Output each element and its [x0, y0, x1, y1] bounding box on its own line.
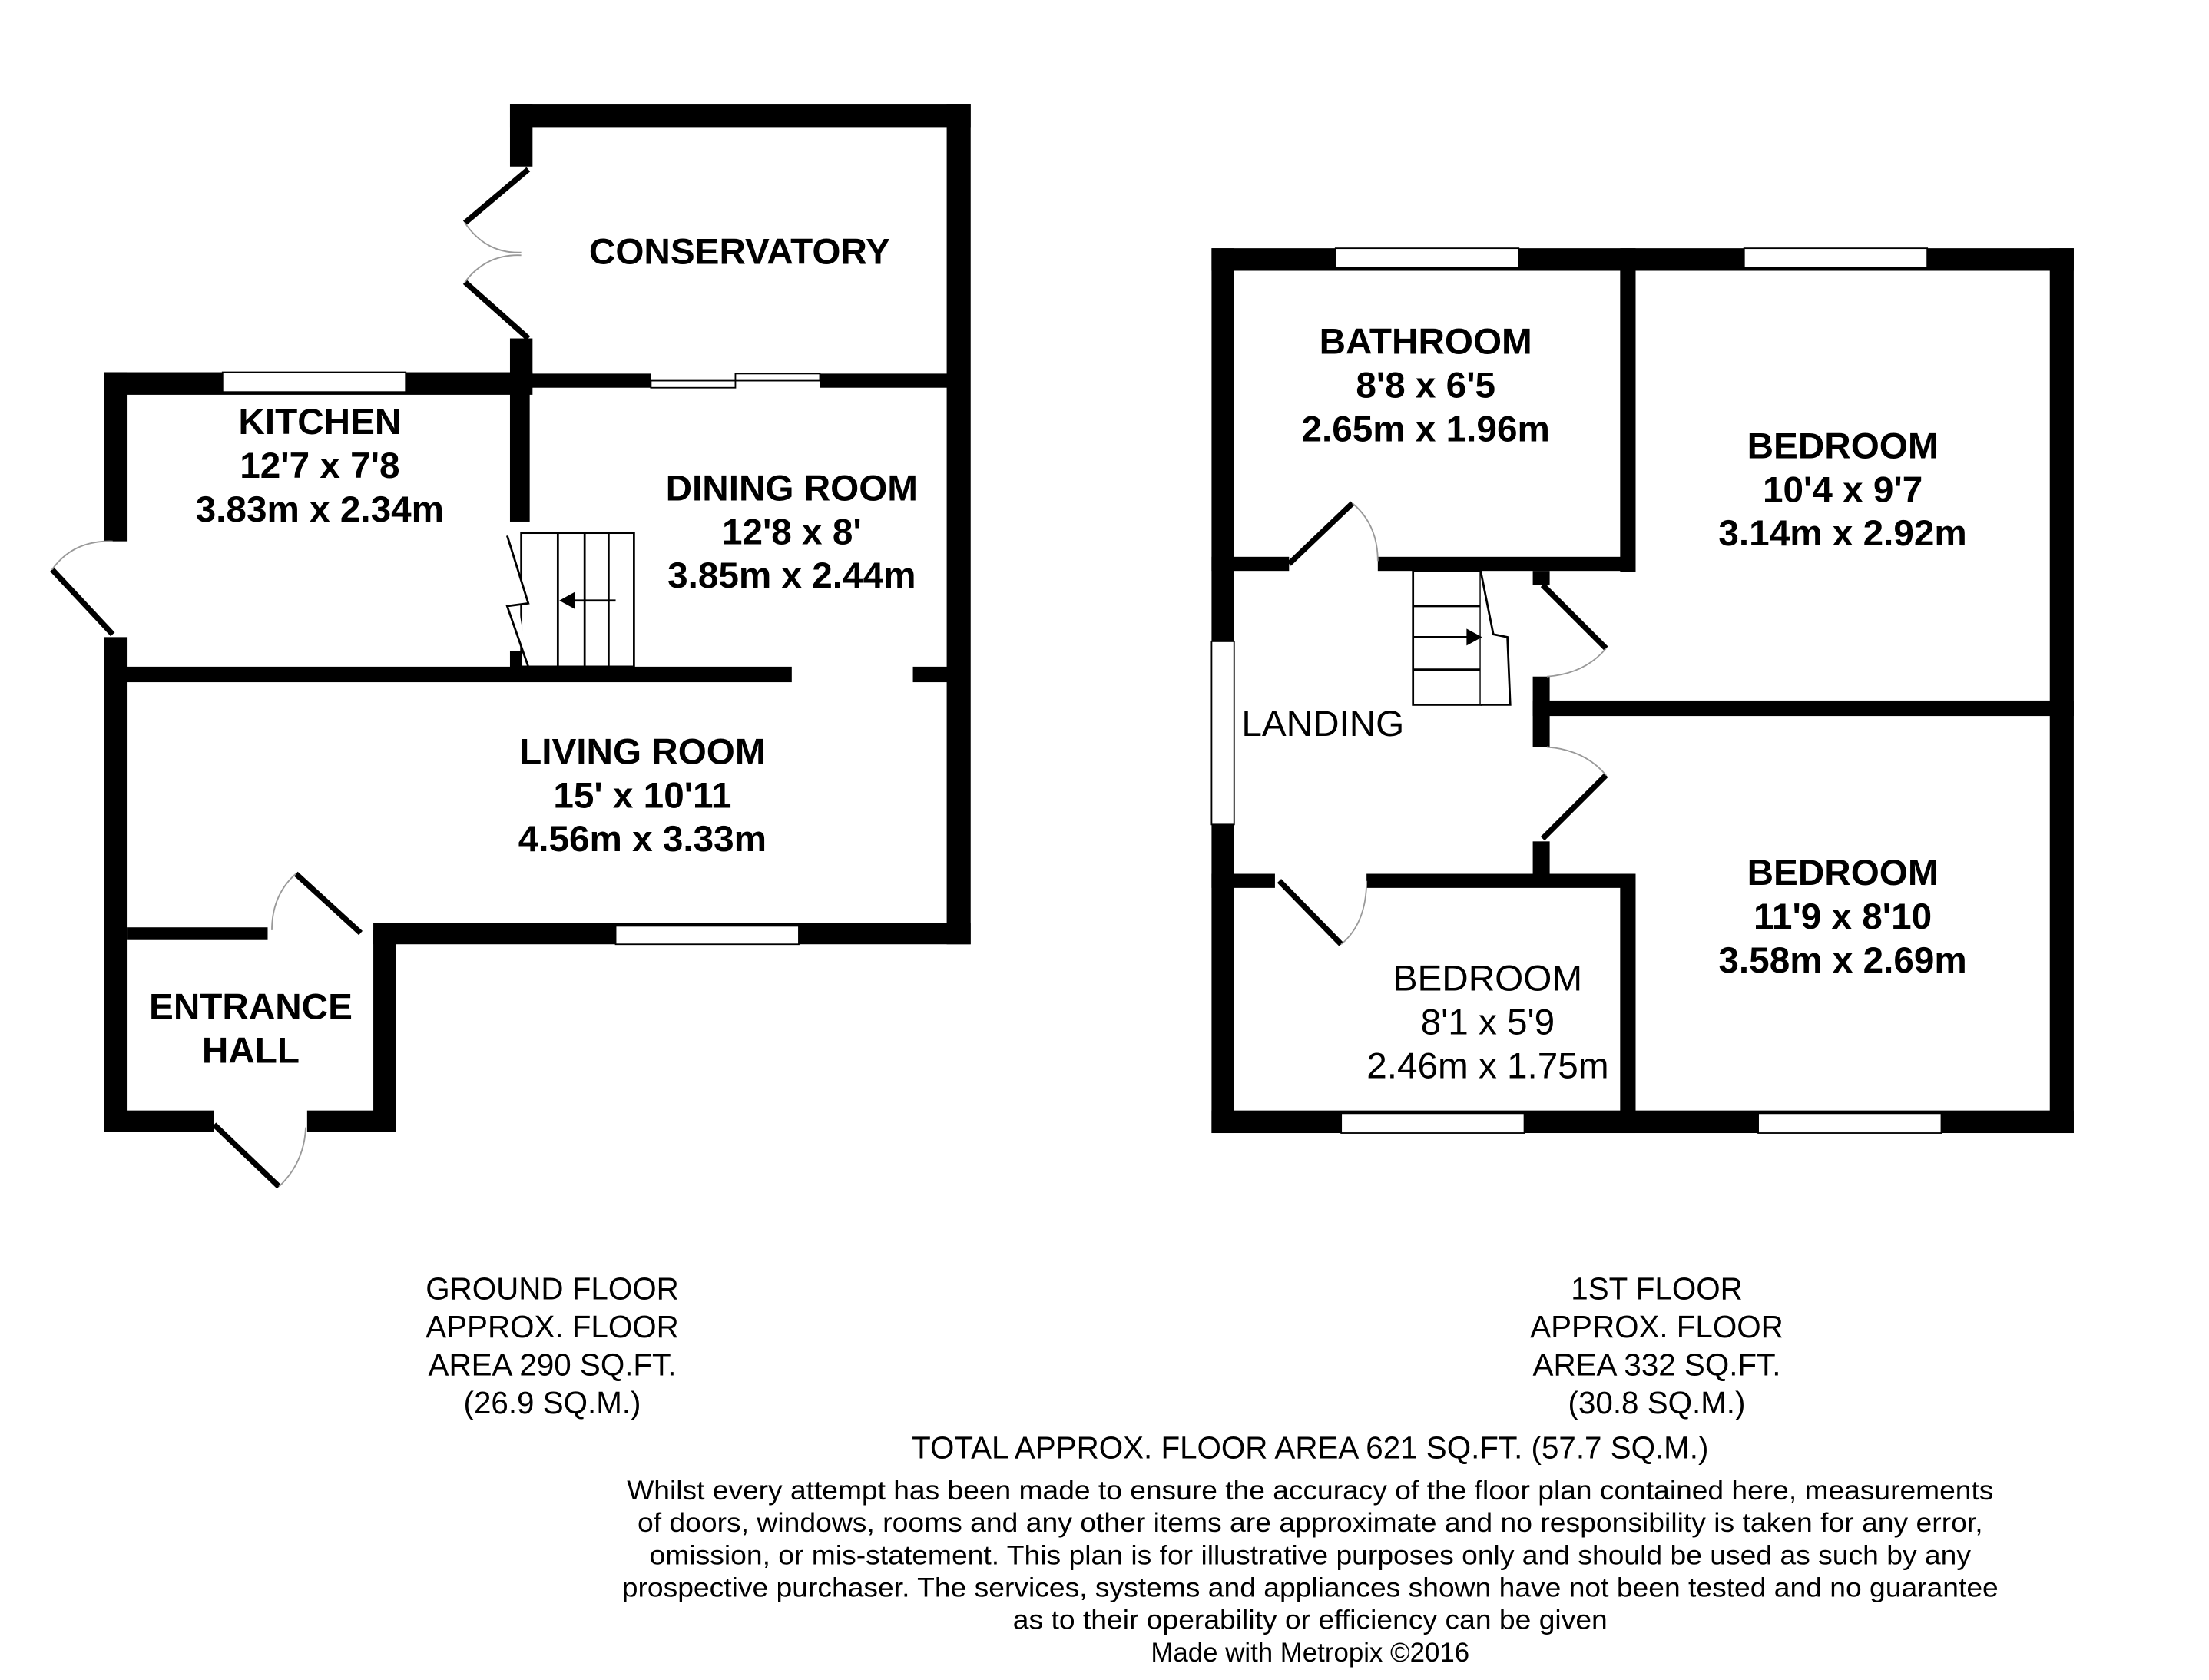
svg-text:GROUND FLOOR: GROUND FLOOR	[426, 1271, 679, 1306]
room-label-bedroom: BEDROOM	[1747, 426, 1939, 466]
room-label-landing: LANDING	[1241, 704, 1404, 744]
room-size-imperial: 12'7 x 7'8	[240, 446, 399, 486]
svg-text:prospective purchaser. The ser: prospective purchaser. The services, sys…	[622, 1572, 1999, 1602]
room-label-bedroom: BEDROOM	[1747, 853, 1939, 893]
room-size-metric: 2.65m x 1.96m	[1302, 409, 1550, 449]
room-size-imperial: 8'8 x 6'5	[1356, 366, 1495, 406]
room-label-bedroom: BEDROOM	[1393, 959, 1582, 999]
ground-floor-plan	[50, 104, 971, 1189]
first-floor-summary: 1ST FLOOR APPROX. FLOOR AREA 332 SQ.FT. …	[1530, 1271, 1783, 1420]
svg-text:omission, or mis-statement. Th: omission, or mis-statement. This plan is…	[650, 1540, 1972, 1570]
staircase	[505, 532, 635, 668]
total-floor-area: TOTAL APPROX. FLOOR AREA 621 SQ.FT. (57.…	[912, 1430, 1708, 1466]
ground-floor-summary: GROUND FLOOR APPROX. FLOOR AREA 290 SQ.F…	[426, 1271, 679, 1420]
svg-text:(26.9 SQ.M.): (26.9 SQ.M.)	[464, 1385, 641, 1420]
svg-text:as to their operability or eff: as to their operability or efficiency ca…	[1013, 1605, 1608, 1635]
room-label-entrance: ENTRANCE	[149, 986, 353, 1027]
room-size-metric: 4.56m x 3.33m	[518, 819, 767, 860]
room-size-imperial: 15' x 10'11	[553, 775, 731, 816]
room-size-metric: 3.85m x 2.44m	[667, 555, 916, 596]
room-label-bathroom: BATHROOM	[1320, 322, 1532, 363]
room-size-metric: 2.46m x 1.75m	[1366, 1045, 1608, 1086]
room-size-metric: 3.14m x 2.92m	[1718, 513, 1966, 554]
svg-text:Whilst every attempt has been: Whilst every attempt has been made to en…	[627, 1476, 1993, 1506]
room-label-kitchen: KITCHEN	[238, 402, 401, 442]
svg-text:APPROX. FLOOR: APPROX. FLOOR	[426, 1309, 679, 1344]
room-size-imperial: 10'4 x 9'7	[1763, 469, 1923, 510]
room-size-metric: 3.58m x 2.69m	[1718, 940, 1966, 981]
staircase	[1412, 569, 1512, 706]
room-label-living-room: LIVING ROOM	[519, 731, 765, 772]
svg-text:APPROX. FLOOR: APPROX. FLOOR	[1530, 1309, 1783, 1344]
room-label-conservatory: CONSERVATORY	[589, 231, 890, 272]
room-size-metric: 3.83m x 2.34m	[196, 489, 444, 530]
svg-text:AREA 290 SQ.FT.: AREA 290 SQ.FT.	[429, 1347, 677, 1382]
first-floor-plan	[1210, 247, 2074, 1134]
disclaimer: Whilst every attempt has been made to en…	[622, 1476, 1999, 1668]
svg-text:AREA 332 SQ.FT.: AREA 332 SQ.FT.	[1533, 1347, 1781, 1382]
room-label-dining-room: DINING ROOM	[666, 468, 918, 509]
room-label-hall: HALL	[202, 1030, 300, 1071]
svg-text:(30.8 SQ.M.): (30.8 SQ.M.)	[1568, 1385, 1746, 1420]
room-size-imperial: 8'1 x 5'9	[1421, 1002, 1555, 1043]
room-size-imperial: 11'9 x 8'10	[1754, 896, 1932, 937]
room-size-imperial: 12'8 x 8'	[722, 512, 862, 552]
svg-text:1ST FLOOR: 1ST FLOOR	[1571, 1271, 1742, 1306]
svg-text:of doors, windows, rooms and a: of doors, windows, rooms and any other i…	[638, 1508, 1983, 1538]
credit: Made with Metropix ©2016	[1151, 1638, 1469, 1668]
